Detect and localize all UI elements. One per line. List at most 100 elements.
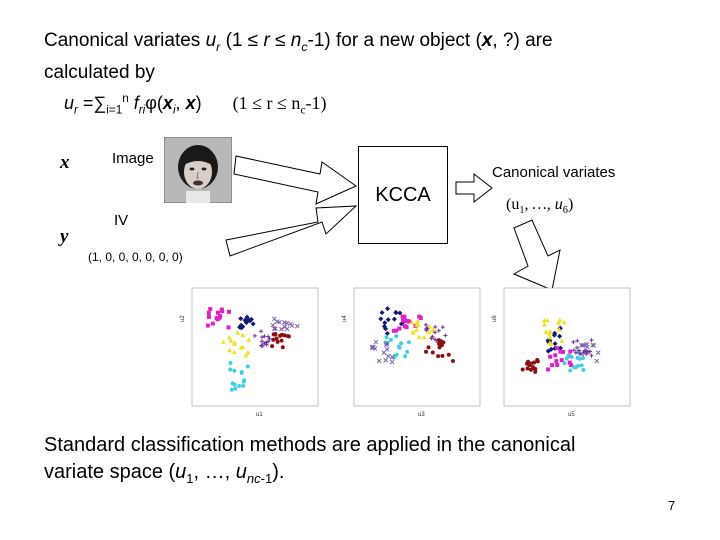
data-point xyxy=(243,320,249,326)
data-point xyxy=(579,342,584,348)
data-point xyxy=(569,363,574,368)
data-point xyxy=(421,334,427,340)
plot-y-label: u6 xyxy=(492,315,498,322)
data-point xyxy=(433,337,438,342)
image-label: Image xyxy=(112,150,154,167)
iv-tuple: (1, 0, 0, 0, 0, 0, 0) xyxy=(88,250,183,264)
data-point xyxy=(373,339,379,345)
data-point xyxy=(382,320,388,326)
data-point xyxy=(390,354,395,360)
data-point xyxy=(271,337,276,342)
data-point xyxy=(369,344,375,350)
data-point xyxy=(278,333,283,338)
data-point xyxy=(430,334,435,339)
formula: ur =∑i=1n friφ(xi, x) (1 ≤ r ≤ nc-1) xyxy=(64,92,327,117)
data-point xyxy=(273,326,278,332)
data-point xyxy=(436,328,441,333)
face-image xyxy=(164,137,232,203)
data-point xyxy=(433,330,438,335)
data-point xyxy=(228,367,233,372)
data-point xyxy=(561,319,567,325)
data-point xyxy=(548,354,553,359)
data-point xyxy=(264,340,269,345)
data-point xyxy=(548,341,554,346)
data-point xyxy=(228,338,234,343)
data-point xyxy=(232,382,237,387)
data-point xyxy=(450,358,455,363)
data-point xyxy=(594,358,600,364)
data-point xyxy=(285,334,290,339)
data-point xyxy=(215,310,220,315)
output-to-plots-arrow xyxy=(512,219,561,291)
data-point xyxy=(584,341,590,347)
data-point xyxy=(440,325,445,330)
data-point xyxy=(244,314,250,320)
data-point xyxy=(580,342,586,348)
data-point xyxy=(564,356,569,361)
image-to-kcca-arrow xyxy=(233,155,358,205)
data-point xyxy=(235,330,241,335)
data-point xyxy=(556,320,562,325)
y-label: y xyxy=(60,226,69,247)
plot-frame xyxy=(503,287,631,407)
data-point xyxy=(545,339,551,345)
data-point xyxy=(266,339,271,344)
data-point xyxy=(262,341,267,346)
data-point xyxy=(381,350,387,356)
data-point xyxy=(556,327,562,332)
data-point xyxy=(246,337,252,342)
page-number: 7 xyxy=(668,498,676,513)
data-point xyxy=(397,310,403,316)
data-point xyxy=(384,330,390,336)
data-point xyxy=(237,383,242,388)
data-point xyxy=(568,368,573,373)
data-point xyxy=(558,349,563,354)
data-point xyxy=(560,349,565,354)
data-point xyxy=(270,344,275,349)
data-point xyxy=(588,349,593,354)
data-point xyxy=(384,335,389,340)
data-point xyxy=(274,336,279,341)
bottom-text: Standard classification methods are appl… xyxy=(44,434,576,486)
data-point xyxy=(553,353,558,358)
data-point xyxy=(555,362,560,367)
data-point xyxy=(228,360,233,365)
data-point xyxy=(214,316,219,321)
data-point xyxy=(231,349,237,355)
data-point xyxy=(396,344,401,349)
data-point xyxy=(559,338,565,343)
data-point xyxy=(267,336,272,341)
data-point xyxy=(551,332,557,338)
data-point xyxy=(581,367,586,372)
plot-x-label: u1 xyxy=(256,412,263,418)
data-point xyxy=(274,319,280,325)
data-point xyxy=(525,366,530,371)
data-point xyxy=(240,324,246,330)
data-point xyxy=(589,353,594,358)
data-point xyxy=(220,309,225,314)
data-point xyxy=(571,348,576,353)
data-point xyxy=(574,345,579,350)
data-point xyxy=(568,349,573,354)
data-point xyxy=(279,338,284,343)
data-point xyxy=(206,314,211,319)
data-point xyxy=(577,356,582,361)
slide-title: Canonical variates ur (1 ≤ r ≤ nc-1) for… xyxy=(44,30,553,83)
data-point xyxy=(381,323,387,329)
data-point xyxy=(259,329,264,334)
data-point xyxy=(386,353,391,359)
data-point xyxy=(404,325,409,330)
canonical-variates-label: Canonical variates xyxy=(492,164,616,181)
data-point xyxy=(401,318,406,323)
data-point xyxy=(426,329,432,335)
data-point xyxy=(415,322,421,327)
data-point xyxy=(546,367,551,372)
data-point xyxy=(543,329,549,334)
kcca-to-output-arrow xyxy=(455,172,493,204)
data-point xyxy=(595,350,601,355)
data-point xyxy=(530,365,535,370)
data-point xyxy=(226,335,232,340)
data-point xyxy=(245,350,251,355)
data-point xyxy=(282,333,287,338)
